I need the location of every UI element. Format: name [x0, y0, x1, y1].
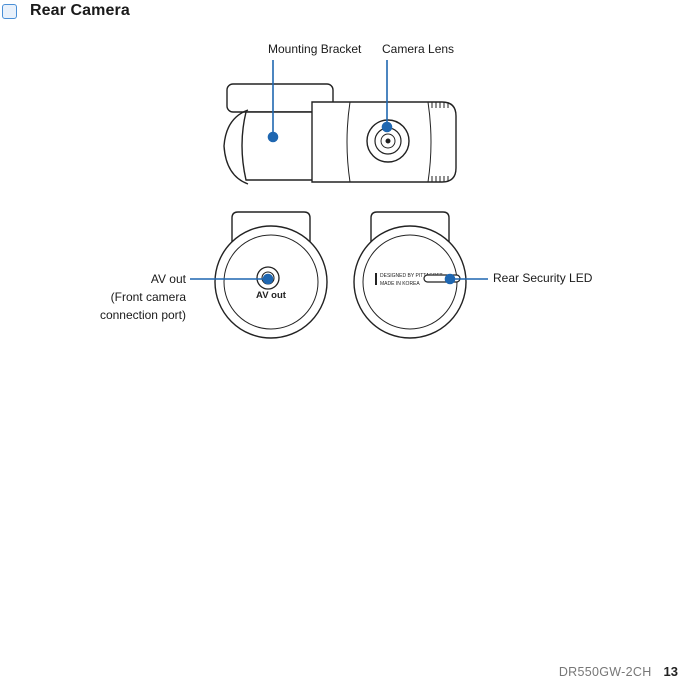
callouts [190, 60, 488, 285]
section-title: Rear Camera [30, 2, 130, 19]
plate-text-line-2: MADE IN KOREA [380, 281, 420, 287]
callout-dot-bracket [267, 131, 279, 143]
label-av-out-note-1: (Front camera [110, 290, 186, 304]
label-mounting-bracket: Mounting Bracket [268, 42, 362, 56]
barrel-grip-ticks [431, 102, 449, 182]
footer-model: DR550GW-2CH [558, 665, 652, 679]
label-av-out-note-2: connection port) [99, 308, 186, 322]
callout-dot-lens [381, 121, 393, 133]
mounting-bracket-body [241, 111, 316, 181]
camera-front-view [353, 211, 467, 339]
callout-dot-led [444, 273, 456, 285]
camera-side-view [223, 83, 457, 185]
footer-page-number: 13 [663, 664, 678, 679]
section-header: Rear Camera [0, 0, 130, 22]
camera-lens-icon [366, 119, 410, 163]
section-bullet-icon [2, 3, 17, 19]
label-rear-security-led: Rear Security LED [493, 271, 593, 285]
callout-dot-av-out [262, 273, 274, 285]
av-out-port-label: AV out [256, 290, 287, 301]
page-footer: DR550GW-2CH 13 [559, 664, 678, 679]
plate-mark [375, 273, 377, 285]
label-av-out: AV out [150, 272, 186, 286]
label-camera-lens: Camera Lens [382, 42, 455, 56]
plate-text-line-1: DESIGNED BY PITTASOFT [380, 273, 443, 279]
